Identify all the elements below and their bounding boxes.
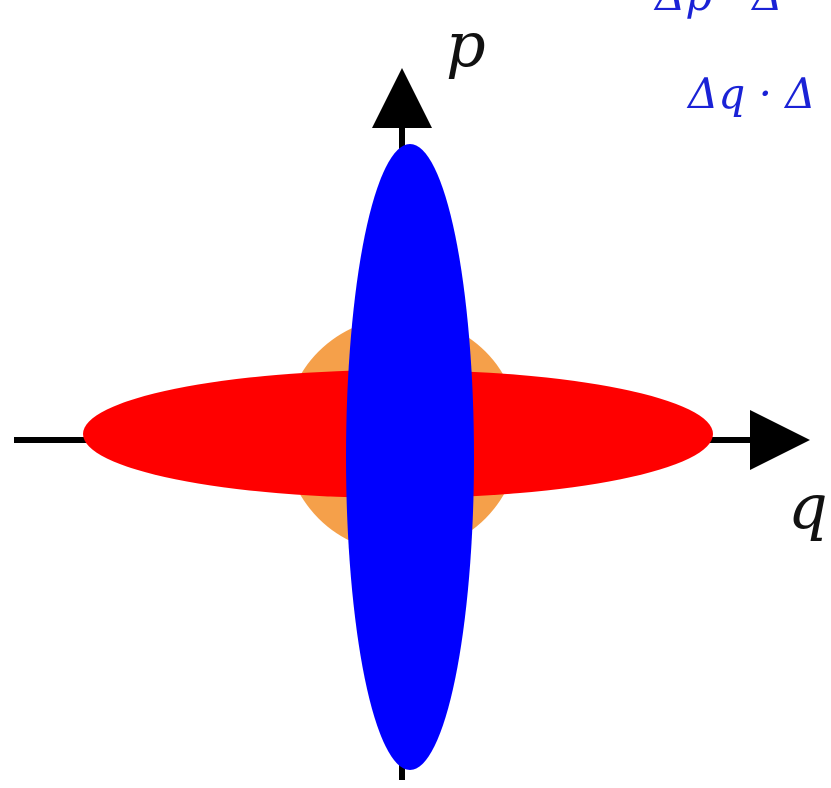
formula-line-2: Δq · Δ	[686, 69, 816, 118]
p-axis-label: p	[446, 8, 486, 81]
p-squeezed-ellipse	[346, 144, 474, 770]
formula-line-1: Δp · Δ	[653, 0, 783, 20]
q-axis-label: q	[788, 470, 828, 543]
